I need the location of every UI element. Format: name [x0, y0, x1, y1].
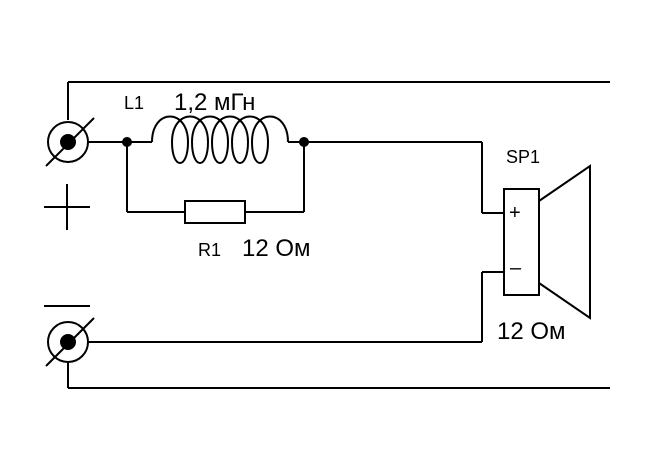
inductor-l1	[151, 115, 289, 164]
resistor-r1	[184, 200, 246, 224]
speaker-ref-label: SP1	[506, 147, 541, 167]
speaker-plus-label: +	[509, 202, 521, 224]
speaker-impedance-label: 12 Ом	[497, 318, 566, 345]
inductor-value-label: 1,2 мГн	[174, 89, 256, 116]
positive-polarity-symbol	[44, 184, 90, 230]
positive-input-terminal	[45, 117, 95, 167]
resistor-ref-label: R1	[198, 240, 222, 260]
resistor-value-label: 12 Ом	[242, 235, 311, 262]
speaker-sp1	[503, 164, 591, 320]
negative-input-terminal	[45, 317, 95, 367]
speaker-minus-label: –	[510, 257, 522, 279]
inductor-ref-label: L1	[124, 93, 145, 113]
